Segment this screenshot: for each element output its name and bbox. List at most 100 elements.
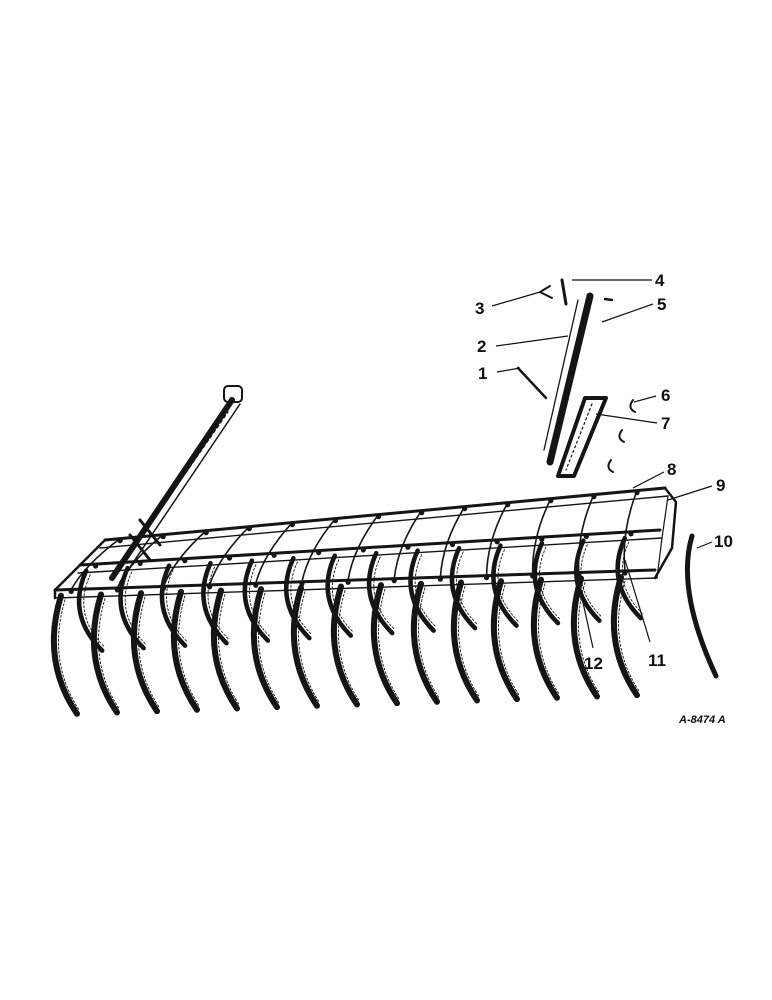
tine-shading bbox=[618, 580, 640, 692]
tine-shading bbox=[418, 587, 440, 699]
tine bbox=[325, 553, 354, 638]
rivet bbox=[253, 582, 259, 588]
tine-shading bbox=[338, 590, 360, 701]
tine-shading bbox=[298, 591, 320, 703]
tine bbox=[250, 586, 280, 711]
rivet bbox=[137, 560, 143, 566]
tine-shading bbox=[218, 594, 240, 705]
rivet bbox=[93, 563, 99, 569]
callout-11: 11 bbox=[648, 651, 666, 670]
callout-1: 1 bbox=[478, 364, 487, 383]
rake-frame bbox=[53, 486, 678, 600]
cross-member bbox=[531, 497, 552, 575]
rivet bbox=[246, 526, 252, 532]
rivet bbox=[117, 538, 123, 544]
rivet bbox=[583, 533, 589, 540]
callout-3: 3 bbox=[475, 299, 484, 318]
callout-9: 9 bbox=[716, 476, 725, 495]
tine-shading bbox=[249, 564, 271, 638]
cross-member bbox=[439, 505, 466, 578]
exploded-parts bbox=[516, 278, 719, 679]
figure-id: A-8474 A bbox=[678, 714, 726, 726]
rivet bbox=[419, 509, 425, 516]
tine-shading bbox=[580, 544, 602, 618]
rivet bbox=[271, 552, 277, 558]
tine bbox=[449, 545, 478, 631]
tine-shading bbox=[331, 559, 354, 633]
tine-shading bbox=[539, 546, 561, 620]
tine bbox=[366, 550, 395, 636]
rivet bbox=[345, 579, 351, 585]
tine-shading bbox=[124, 571, 147, 645]
rivet bbox=[591, 494, 597, 500]
callout-10: 10 bbox=[714, 532, 733, 551]
tine bbox=[570, 575, 600, 700]
rivet bbox=[182, 558, 188, 564]
tine-shading bbox=[621, 541, 644, 615]
tine-shading bbox=[166, 569, 188, 643]
rivet bbox=[628, 531, 634, 537]
tine bbox=[408, 548, 436, 633]
tine bbox=[242, 558, 271, 643]
rivet bbox=[226, 555, 233, 561]
callout-8: 8 bbox=[667, 460, 676, 479]
callout-12: 12 bbox=[584, 654, 603, 673]
tine bbox=[210, 587, 240, 712]
rivet bbox=[316, 549, 322, 556]
tine-shading bbox=[178, 595, 200, 707]
callout-5: 5 bbox=[657, 295, 666, 314]
cross-member bbox=[623, 489, 638, 572]
cross-member bbox=[208, 525, 251, 586]
rivet bbox=[505, 502, 511, 508]
callout-6: 6 bbox=[661, 386, 670, 405]
rivet bbox=[483, 575, 490, 581]
tine bbox=[90, 591, 120, 716]
tine-shading bbox=[138, 596, 160, 708]
rivet bbox=[437, 576, 443, 582]
tine bbox=[130, 590, 160, 715]
tine bbox=[490, 578, 520, 703]
tine-shading bbox=[290, 561, 312, 635]
tine-shading bbox=[458, 586, 480, 697]
rivet bbox=[634, 490, 640, 496]
cross-member bbox=[254, 521, 294, 585]
rivet bbox=[405, 544, 411, 550]
rivet bbox=[494, 539, 500, 545]
tine-shading bbox=[578, 582, 600, 693]
adjusting-lever bbox=[109, 385, 243, 583]
callout-2: 2 bbox=[477, 337, 486, 356]
rivet bbox=[160, 534, 166, 540]
callout-4: 4 bbox=[655, 271, 665, 290]
tine-shading bbox=[497, 549, 519, 623]
rake-tines bbox=[50, 535, 644, 717]
tine-shading bbox=[378, 588, 400, 700]
tine-shading bbox=[373, 556, 395, 630]
rivet bbox=[203, 530, 209, 536]
cross-member bbox=[70, 537, 121, 591]
callout-7: 7 bbox=[661, 414, 670, 433]
tine-shading bbox=[207, 566, 229, 640]
cross-member bbox=[393, 509, 423, 580]
tine bbox=[201, 560, 229, 646]
rivet bbox=[622, 570, 628, 576]
tine-shading bbox=[98, 598, 120, 709]
cross-member bbox=[347, 513, 380, 582]
tine-shading bbox=[456, 551, 478, 625]
tine bbox=[290, 584, 320, 709]
rivet bbox=[207, 584, 213, 590]
tine bbox=[170, 588, 200, 713]
leader-lines bbox=[491, 279, 713, 649]
tine bbox=[284, 555, 312, 641]
tine bbox=[450, 579, 480, 704]
rivet bbox=[289, 522, 295, 528]
rivet bbox=[449, 541, 456, 548]
rivet bbox=[375, 514, 382, 520]
rivet bbox=[114, 587, 120, 593]
tine bbox=[532, 540, 561, 626]
cross-member bbox=[485, 501, 509, 577]
rivet bbox=[332, 518, 339, 524]
rivet bbox=[539, 536, 545, 542]
frame-rivets bbox=[68, 490, 640, 595]
tine-shading bbox=[498, 584, 520, 696]
